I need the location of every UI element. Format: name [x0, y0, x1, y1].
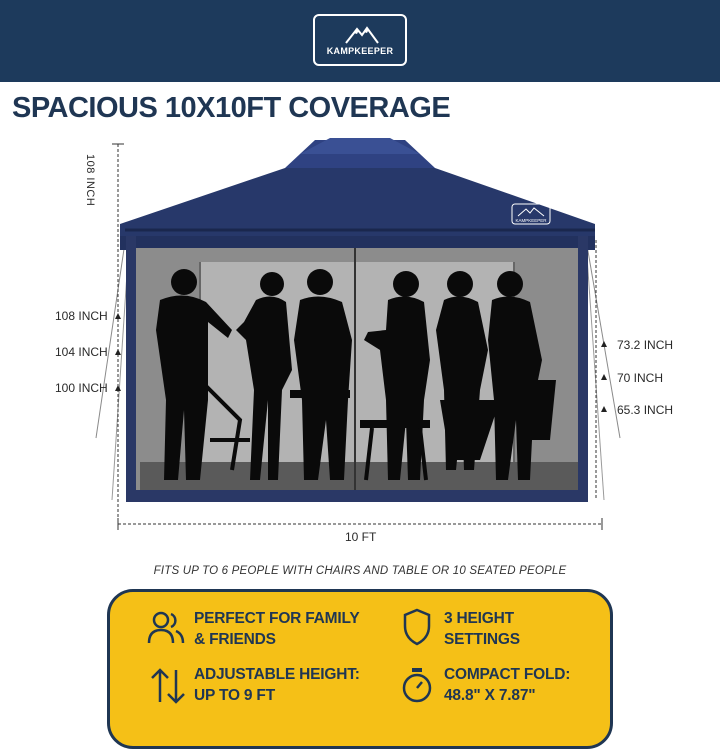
feature-compact-fold-line1: COMPACT FOLD:	[444, 666, 571, 683]
feature-family: PERFECT FOR FAMILY & FRIENDS	[194, 608, 360, 650]
feature-family-line2: & FRIENDS	[194, 631, 276, 648]
canopy-logo-text: KAMPKEEPER	[515, 218, 547, 223]
gazebo-illustration: KAMPKEEPER	[95, 138, 621, 530]
arrow-up-icon	[115, 313, 121, 319]
arrow-up-icon	[601, 406, 607, 412]
features-panel: PERFECT FOR FAMILY & FRIENDS 3 HEIGHT SE…	[107, 589, 613, 749]
feature-adjustable-height: ADJUSTABLE HEIGHT: UP TO 9 FT	[194, 664, 360, 706]
peak-height-1: 108 INCH	[55, 309, 108, 323]
peak-height-3: 100 INCH	[55, 381, 108, 395]
people-icon	[147, 611, 185, 644]
arrow-up-icon	[115, 385, 121, 391]
feature-adjustable-height-line1: ADJUSTABLE HEIGHT:	[194, 666, 360, 683]
side-height-1: 73.2 INCH	[617, 338, 674, 352]
feature-family-line1: PERFECT FOR FAMILY	[194, 610, 360, 627]
stopwatch-icon	[402, 668, 432, 703]
feature-height-settings-line1: 3 HEIGHT	[444, 610, 514, 627]
page-title: SPACIOUS 10X10FT COVERAGE	[12, 92, 451, 124]
arrow-up-icon	[115, 349, 121, 355]
width-label: 10 FT	[345, 530, 377, 544]
shield-icon	[403, 608, 431, 646]
feature-compact-fold: COMPACT FOLD: 48.8" X 7.87"	[444, 664, 570, 706]
brand-logo: KAMPKEEPER	[313, 14, 407, 66]
feature-adjustable-height-line2: UP TO 9 FT	[194, 687, 275, 704]
mountain-icon	[345, 26, 379, 44]
capacity-caption: FITS UP TO 6 PEOPLE WITH CHAIRS AND TABL…	[153, 565, 567, 577]
feature-height-settings-line2: SETTINGS	[444, 631, 520, 648]
peak-height-2: 104 INCH	[55, 345, 108, 359]
side-height-3: 65.3 INCH	[617, 403, 674, 417]
up-down-arrows-icon	[151, 668, 185, 704]
total-height-label: 108 INCH	[84, 154, 96, 207]
feature-compact-fold-line2: 48.8" X 7.87"	[444, 687, 536, 704]
feature-height-settings: 3 HEIGHT SETTINGS	[444, 608, 520, 650]
side-height-2: 70 INCH	[617, 371, 664, 385]
arrow-up-icon	[601, 341, 607, 347]
arrow-up-icon	[601, 374, 607, 380]
people-silhouettes	[156, 269, 556, 481]
brand-logo-text: KAMPKEEPER	[326, 46, 394, 56]
header-band: KAMPKEEPER	[0, 0, 720, 82]
